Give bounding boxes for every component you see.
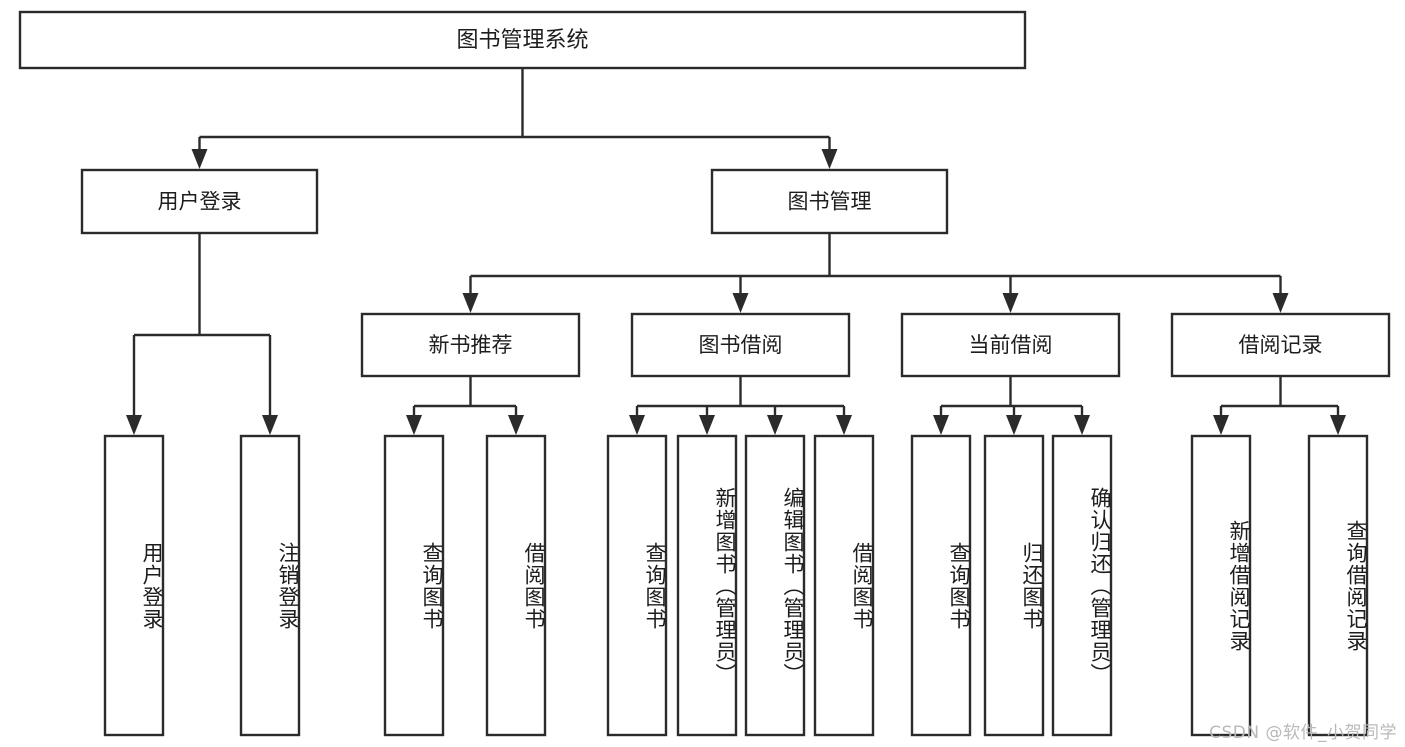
node-label-current: 当前借阅	[969, 333, 1053, 357]
edge-group-current	[933, 376, 1090, 435]
node-box-login[interactable]	[80, 168, 319, 235]
node-leaf-rec-query[interactable]	[1307, 434, 1369, 737]
node-leaf-bk-edit[interactable]	[744, 434, 806, 737]
node-label-records: 借阅记录	[1239, 333, 1323, 357]
node-box-leaf-user-login[interactable]	[103, 434, 165, 737]
node-leaf-cur-query[interactable]	[910, 434, 972, 737]
node-box-leaf-bk-add[interactable]	[676, 434, 738, 737]
node-label-login: 用户登录	[158, 190, 242, 214]
node-box-leaf-user-logout[interactable]	[239, 434, 301, 737]
edge-group-newbook	[406, 376, 524, 435]
node-box-leaf-cur-query[interactable]	[910, 434, 972, 737]
node-borrow[interactable]: 图书借阅	[630, 312, 851, 378]
node-label-newbook: 新书推荐	[429, 333, 513, 357]
node-records[interactable]: 借阅记录	[1170, 312, 1391, 378]
node-bookmgmt[interactable]: 图书管理	[710, 168, 949, 235]
node-leaf-nb-borrow[interactable]	[485, 434, 547, 737]
node-leaf-user-login[interactable]	[103, 434, 165, 737]
node-box-leaf-cur-confirm[interactable]	[1051, 434, 1113, 737]
node-box-current[interactable]	[900, 312, 1121, 378]
node-box-leaf-nb-borrow[interactable]	[485, 434, 547, 737]
node-leaf-user-logout[interactable]	[239, 434, 301, 737]
edge-group-login	[126, 233, 278, 435]
node-box-bookmgmt[interactable]	[710, 168, 949, 235]
node-box-leaf-bk-query[interactable]	[606, 434, 668, 737]
node-leaf-bk-query[interactable]	[606, 434, 668, 737]
node-box-leaf-bk-edit[interactable]	[744, 434, 806, 737]
node-box-borrow[interactable]	[630, 312, 851, 378]
node-leaf-cur-confirm[interactable]	[1051, 434, 1113, 737]
node-box-leaf-bk-borrow[interactable]	[813, 434, 875, 737]
node-leaf-nb-query[interactable]	[383, 434, 445, 737]
edge-group-records	[1213, 376, 1346, 435]
node-box-leaf-rec-add[interactable]	[1190, 434, 1252, 737]
node-login[interactable]: 用户登录	[80, 168, 319, 235]
edge-group-borrow	[629, 376, 852, 435]
node-label-bookmgmt: 图书管理	[788, 190, 872, 214]
node-leaf-cur-return[interactable]	[983, 434, 1045, 737]
edge-group-root	[191, 68, 838, 169]
node-leaf-bk-add[interactable]	[676, 434, 738, 737]
node-box-root[interactable]	[18, 10, 1027, 70]
node-current[interactable]: 当前借阅	[900, 312, 1121, 378]
watermark-label: CSDN @软件_小贺同学	[1209, 723, 1397, 743]
node-leaf-bk-borrow[interactable]	[813, 434, 875, 737]
node-box-newbook[interactable]	[360, 312, 581, 378]
node-label-borrow: 图书借阅	[699, 333, 783, 357]
node-box-leaf-rec-query[interactable]	[1307, 434, 1369, 737]
node-box-records[interactable]	[1170, 312, 1391, 378]
node-newbook[interactable]: 新书推荐	[360, 312, 581, 378]
node-box-leaf-cur-return[interactable]	[983, 434, 1045, 737]
node-box-leaf-nb-query[interactable]	[383, 434, 445, 737]
edge-group-bookmgmt	[462, 233, 1289, 313]
edge-layer	[126, 68, 1346, 435]
node-leaf-rec-add[interactable]	[1190, 434, 1252, 737]
node-label-root: 图书管理系统	[456, 28, 588, 53]
node-root[interactable]: 图书管理系统	[18, 10, 1027, 70]
